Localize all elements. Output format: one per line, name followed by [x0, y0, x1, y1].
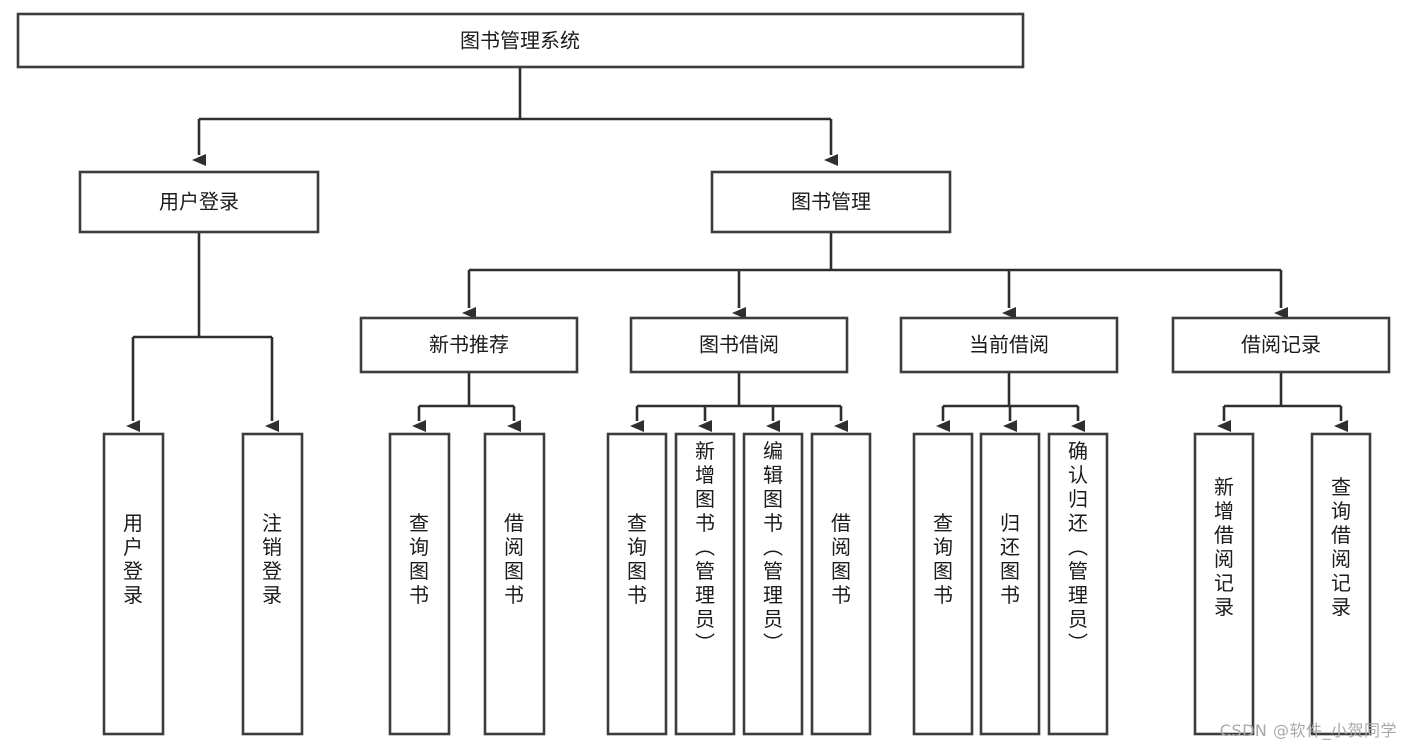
- node-leaf-logout-login-label: 注销登录: [262, 511, 282, 607]
- node-leaf-borrow-book-2[interactable]: 借阅图书: [810, 432, 872, 736]
- leaf-nodes-group: 用户登录 注销登录 查询图书 借阅图书 查询图书 新增图书︵管理员︶: [102, 432, 1372, 736]
- node-leaf-logout-login-box[interactable]: [241, 432, 304, 736]
- node-book-management-box[interactable]: [710, 170, 952, 234]
- node-current-borrow-label: 当前借阅: [969, 333, 1049, 357]
- node-leaf-logout-login[interactable]: 注销登录: [241, 432, 304, 736]
- node-borrow-record[interactable]: 借阅记录: [1171, 316, 1391, 374]
- node-leaf-confirm-return-box[interactable]: [1047, 432, 1109, 736]
- node-leaf-query-book-1[interactable]: 查询图书: [388, 432, 451, 736]
- node-current-borrow-box[interactable]: [899, 316, 1119, 374]
- node-leaf-query-book-2-box[interactable]: [606, 432, 668, 736]
- node-leaf-edit-book-label: 编辑图书︵管理员︶: [763, 439, 783, 655]
- node-leaf-query-book-3-label: 查询图书: [933, 511, 953, 607]
- node-book-borrow[interactable]: 图书借阅: [629, 316, 849, 374]
- node-leaf-query-book-1-label: 查询图书: [409, 511, 429, 607]
- node-leaf-borrow-book-1-label: 借阅图书: [504, 511, 524, 607]
- node-new-book-recommend-label: 新书推荐: [429, 333, 509, 357]
- node-leaf-return-book-box[interactable]: [979, 432, 1041, 736]
- node-leaf-query-book-2-label: 查询图书: [627, 511, 647, 607]
- node-user-login[interactable]: 用户登录: [78, 170, 320, 234]
- node-leaf-borrow-book-2-label: 借阅图书: [831, 511, 851, 607]
- node-user-login-label: 用户登录: [159, 190, 239, 214]
- node-leaf-query-book-1-box[interactable]: [388, 432, 451, 736]
- node-leaf-borrow-book-2-box[interactable]: [810, 432, 872, 736]
- node-user-login-box[interactable]: [78, 170, 320, 234]
- node-leaf-add-record-label: 新增借阅记录: [1214, 475, 1234, 619]
- node-book-management-label: 图书管理: [791, 190, 871, 214]
- edges-group: [126, 66, 1348, 432]
- node-leaf-confirm-return-label: 确认归还︵管理员︶: [1068, 439, 1088, 655]
- node-leaf-borrow-book-1[interactable]: 借阅图书: [483, 432, 546, 736]
- node-leaf-add-book-label: 新增图书︵管理员︶: [695, 439, 715, 655]
- node-current-borrow[interactable]: 当前借阅: [899, 316, 1119, 374]
- node-root-system[interactable]: 图书管理系统: [16, 12, 1025, 69]
- node-leaf-return-book[interactable]: 归还图书: [979, 432, 1041, 736]
- node-leaf-query-record-box[interactable]: [1310, 432, 1372, 736]
- node-new-book-recommend-box[interactable]: [359, 316, 579, 374]
- node-borrow-record-label: 借阅记录: [1241, 333, 1321, 357]
- node-leaf-query-record-label: 查询借阅记录: [1331, 475, 1351, 619]
- node-leaf-confirm-return[interactable]: 确认归还︵管理员︶: [1047, 432, 1109, 736]
- node-borrow-record-box[interactable]: [1171, 316, 1391, 374]
- node-leaf-add-record[interactable]: 新增借阅记录: [1193, 432, 1255, 736]
- node-leaf-query-book-2[interactable]: 查询图书: [606, 432, 668, 736]
- node-leaf-user-login[interactable]: 用户登录: [102, 432, 165, 736]
- node-leaf-query-book-3[interactable]: 查询图书: [912, 432, 974, 736]
- node-leaf-user-login-label: 用户登录: [123, 511, 143, 607]
- node-leaf-borrow-book-1-box[interactable]: [483, 432, 546, 736]
- node-book-borrow-label: 图书借阅: [699, 333, 779, 357]
- node-leaf-query-book-3-box[interactable]: [912, 432, 974, 736]
- node-new-book-recommend[interactable]: 新书推荐: [359, 316, 579, 374]
- node-root-label: 图书管理系统: [460, 29, 580, 53]
- node-leaf-edit-book[interactable]: 编辑图书︵管理员︶: [742, 432, 804, 736]
- node-leaf-user-login-box[interactable]: [102, 432, 165, 736]
- node-leaf-query-record[interactable]: 查询借阅记录: [1310, 432, 1372, 736]
- node-leaf-add-record-box[interactable]: [1193, 432, 1255, 736]
- node-leaf-add-book[interactable]: 新增图书︵管理员︶: [674, 432, 736, 736]
- node-root-box[interactable]: [16, 12, 1025, 69]
- node-leaf-return-book-label: 归还图书: [1000, 511, 1020, 607]
- node-leaf-add-book-box[interactable]: [674, 432, 736, 736]
- node-book-management[interactable]: 图书管理: [710, 170, 952, 234]
- node-leaf-edit-book-box[interactable]: [742, 432, 804, 736]
- node-book-borrow-box[interactable]: [629, 316, 849, 374]
